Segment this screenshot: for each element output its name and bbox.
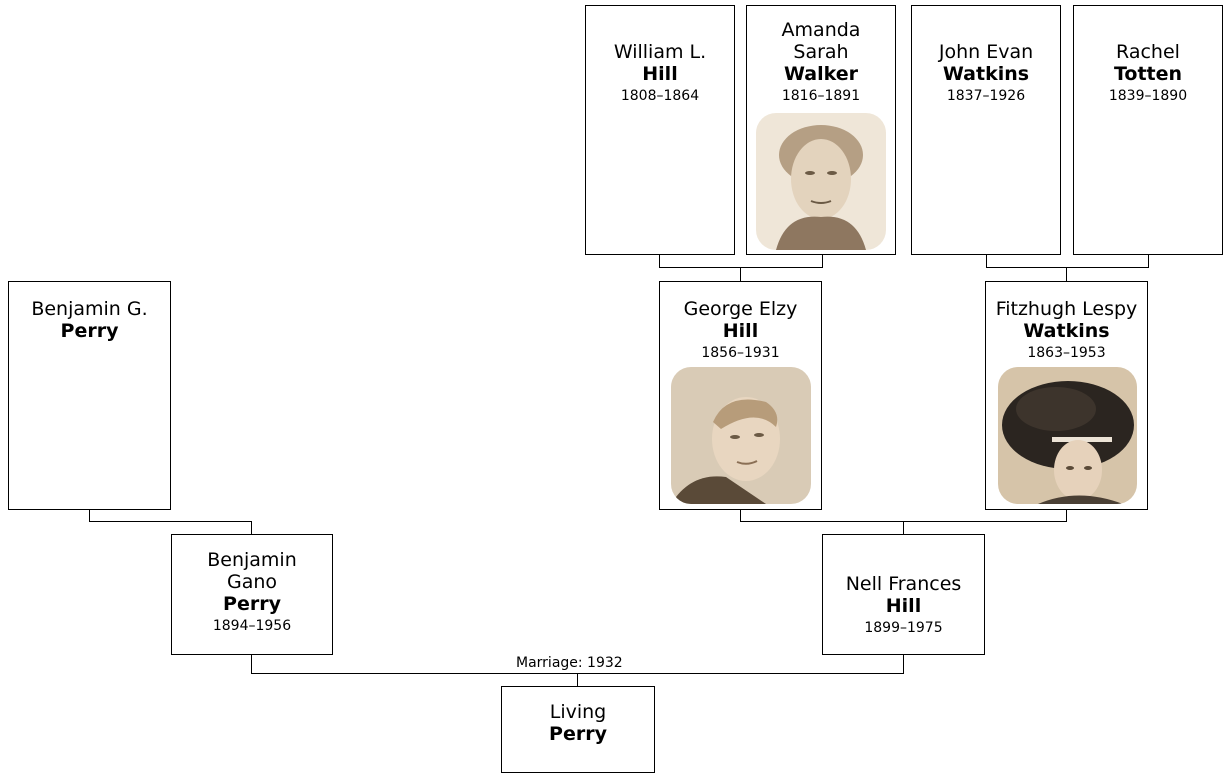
connector-line [903, 521, 904, 535]
first-name: Fitzhugh Lespy [995, 298, 1138, 320]
connector-line [1148, 254, 1149, 268]
life-dates: 1837–1926 [946, 88, 1026, 104]
first-name: Amanda [781, 19, 861, 41]
connector-line [740, 509, 741, 522]
connector-line [740, 267, 741, 281]
connector-line [659, 254, 660, 268]
last-name: Perry [60, 320, 119, 342]
first-name: Living [549, 701, 607, 723]
first-name: John Evan [938, 41, 1034, 63]
life-dates: 1863–1953 [1027, 345, 1106, 361]
connector-line [659, 267, 823, 268]
last-name: Totten [1113, 63, 1183, 85]
first-name: Nell Frances [845, 573, 962, 595]
life-dates: 1816–1891 [781, 88, 861, 104]
last-name: Hill [722, 320, 759, 342]
life-dates: 1899–1975 [864, 620, 943, 636]
last-name: Watkins [942, 63, 1030, 85]
person-box-amanda-walker[interactable]: Amanda Sarah Walker 1816–1891 [746, 5, 896, 255]
middle-name: Sarah [793, 41, 849, 63]
portrait-photo [671, 367, 811, 504]
person-box-living-perry[interactable]: Living Perry [501, 686, 655, 773]
life-dates: 1894–1956 [212, 618, 292, 634]
life-dates: 1856–1931 [701, 345, 780, 361]
person-box-benjamin-perry[interactable]: Benjamin Gano Perry 1894–1956 [171, 534, 333, 655]
last-name: Hill [885, 595, 922, 617]
first-name: Benjamin G. [31, 298, 148, 320]
connector-line [1066, 509, 1067, 522]
last-name: Perry [549, 723, 607, 745]
connector-line [577, 673, 578, 687]
connector-line [89, 521, 252, 522]
person-box-rachel-totten[interactable]: Rachel Totten 1839–1890 [1073, 5, 1223, 255]
connector-line [986, 267, 1149, 268]
person-box-william-hill[interactable]: William L. Hill 1808–1864 [585, 5, 735, 255]
last-name: Hill [642, 63, 678, 85]
first-name: Benjamin [207, 549, 297, 571]
person-box-john-watkins[interactable]: John Evan Watkins 1837–1926 [911, 5, 1061, 255]
last-name: Watkins [1023, 320, 1110, 342]
first-name: Rachel [1116, 41, 1180, 63]
connector-line [251, 654, 252, 674]
person-box-george-hill[interactable]: George Elzy Hill 1856–1931 [659, 281, 822, 510]
life-dates: 1839–1890 [1108, 88, 1188, 104]
life-dates: 1808–1864 [620, 88, 700, 104]
first-name: William L. [613, 41, 707, 63]
connector-line [822, 254, 823, 268]
connector-line [903, 654, 904, 674]
connector-line [251, 521, 252, 535]
last-name: Perry [223, 593, 281, 615]
portrait-photo [756, 113, 886, 250]
person-box-benjamin-g-perry[interactable]: Benjamin G. Perry [8, 281, 171, 510]
marriage-label: Marriage: 1932 [516, 655, 623, 671]
portrait-photo [998, 367, 1137, 504]
last-name: Walker [784, 63, 858, 85]
first-name: George Elzy [683, 298, 798, 320]
connector-line [89, 509, 90, 522]
person-box-fitzhugh-watkins[interactable]: Fitzhugh Lespy Watkins 1863–1953 [985, 281, 1148, 510]
person-box-nell-hill[interactable]: Nell Frances Hill 1899–1975 [822, 534, 985, 655]
connector-line [986, 254, 987, 268]
connector-line [1066, 267, 1067, 281]
middle-name: Gano [226, 571, 278, 593]
